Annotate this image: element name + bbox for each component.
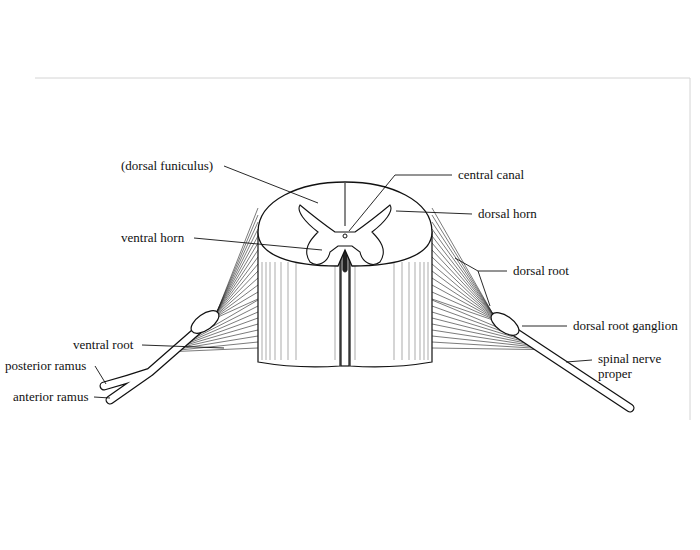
part-label: posterior ramus: [4, 358, 87, 373]
root-fibre: [432, 215, 493, 315]
frame-line: [35, 78, 690, 79]
ventral-fissure: [341, 250, 349, 366]
shading-line: [424, 262, 425, 360]
shading-line: [275, 262, 276, 360]
shading-line: [281, 262, 282, 360]
leader-line: [566, 360, 592, 362]
dorsal-septum: [345, 183, 346, 226]
shading-line: [415, 262, 416, 360]
dorsal-root-ganglion: [187, 306, 222, 337]
leader-line: [349, 175, 452, 231]
root-fibre: [432, 257, 496, 318]
shading-line: [402, 262, 403, 360]
part-label: ventral root: [72, 337, 134, 352]
root-fibre: [432, 236, 495, 316]
shading-line: [262, 262, 263, 360]
cord-shading: [262, 262, 428, 360]
root-fibre: [217, 215, 258, 313]
root-fibre: [432, 208, 493, 314]
shading-line: [409, 262, 410, 360]
central-canal-mark: [343, 234, 347, 238]
leader-line: [224, 166, 318, 203]
shading-line: [296, 262, 297, 360]
root-fibre: [432, 229, 494, 316]
part-label: dorsal root ganglion: [572, 318, 679, 333]
leader-line: [396, 211, 472, 214]
leader-line: [194, 238, 322, 250]
root-fibre: [432, 292, 498, 321]
part-label: (dorsal funiculus): [120, 158, 214, 173]
root-fibre: [432, 271, 497, 319]
part-label: spinal nerve proper: [597, 351, 671, 381]
root-fibre: [432, 348, 540, 350]
shading-line: [394, 262, 395, 360]
root-fibre: [215, 250, 258, 316]
leader-line: [95, 366, 106, 384]
root-fibre: [432, 299, 498, 322]
shading-line: [266, 262, 267, 360]
part-label: dorsal horn: [477, 206, 538, 221]
root-fibre: [432, 342, 539, 348]
root-fibre: [216, 222, 258, 313]
root-fibre: [432, 264, 496, 319]
root-fibre: [215, 236, 258, 314]
shading-line: [355, 262, 356, 360]
root-fibre: [432, 222, 494, 315]
part-label: ventral horn: [120, 230, 185, 245]
leader-line: [522, 326, 567, 327]
root-fibre: [214, 257, 258, 316]
shading-line: [420, 262, 421, 360]
shading-line: [288, 262, 289, 360]
root-fibre: [213, 271, 258, 317]
leader-line: [142, 345, 224, 348]
shading-line: [428, 262, 429, 360]
root-fibre: [213, 278, 258, 318]
frame-line: [690, 78, 691, 420]
shading-line: [270, 262, 271, 360]
root-fibre: [215, 243, 258, 315]
root-fibre: [174, 348, 258, 352]
leader-line: [94, 397, 110, 398]
leader-lines: [94, 166, 592, 398]
part-label: anterior ramus: [12, 389, 89, 404]
part-label: dorsal root: [512, 263, 570, 278]
leader-line: [455, 258, 507, 306]
frame-lines: [35, 78, 690, 420]
shading-line: [335, 262, 336, 360]
dorsal-root-ganglion: [487, 308, 522, 339]
cord-cross-section: [258, 182, 432, 266]
part-label: central canal: [457, 167, 525, 182]
cord-section: [258, 182, 432, 266]
